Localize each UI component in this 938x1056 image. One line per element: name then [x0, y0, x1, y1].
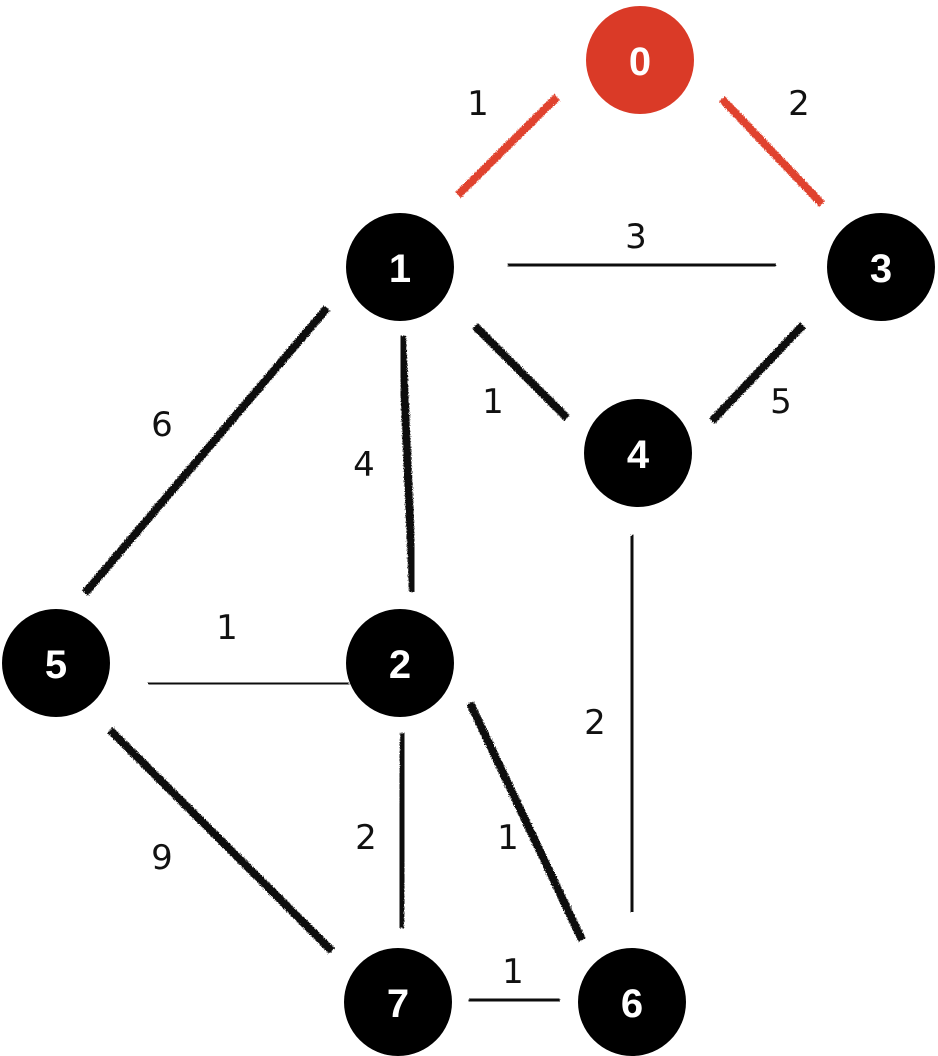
edge-1-3	[507, 260, 777, 270]
node-5-label: 5	[45, 643, 67, 687]
edge-5-2	[147, 679, 350, 688]
edge-weight-3-4: 5	[770, 382, 792, 422]
edge-0-3	[719, 96, 825, 207]
node-0-label: 0	[629, 40, 651, 84]
edge-weight-5-7: 9	[151, 838, 173, 878]
edge-0-1	[455, 94, 560, 198]
node-1-label: 1	[389, 247, 411, 291]
node-4-label: 4	[627, 433, 650, 477]
node-5-circle	[2, 609, 110, 717]
edge-2-6	[466, 701, 586, 942]
node-7-label: 7	[387, 982, 409, 1026]
edge-weight-2-6: 1	[497, 818, 519, 858]
node-7: 7	[344, 948, 452, 1056]
node-5: 5	[2, 609, 110, 717]
edge-1-2	[398, 335, 417, 593]
edge-weight-1-3: 3	[625, 217, 647, 257]
edge-1-5	[81, 305, 331, 596]
edge-7-6	[468, 995, 561, 1005]
node-6-label: 6	[621, 982, 643, 1026]
edge-weight-5-2: 1	[216, 608, 238, 648]
node-7-circle	[344, 948, 452, 1056]
node-3: 3	[827, 213, 935, 321]
node-3-circle	[827, 213, 935, 321]
edge-5-7	[107, 727, 335, 954]
edge-weight-1-4: 1	[482, 382, 504, 422]
edge-4-6	[627, 534, 637, 913]
node-4-circle	[584, 399, 692, 507]
node-2-circle	[346, 609, 454, 717]
edge-weight-2-7: 2	[355, 818, 377, 858]
node-0-circle	[586, 6, 694, 114]
node-1: 1	[346, 213, 454, 321]
node-2-label: 2	[389, 643, 411, 687]
edge-1-4	[472, 323, 570, 421]
edge-weight-4-6: 2	[584, 703, 606, 743]
node-6: 6	[578, 948, 686, 1056]
edges-layer	[81, 94, 825, 1005]
node-2: 2	[346, 609, 454, 717]
node-3-label: 3	[870, 247, 892, 291]
edge-weight-0-3: 2	[788, 84, 810, 124]
edge-weights-layer: 1 2 3 1 5 6 4 1 2 1 2 9 1	[151, 84, 810, 992]
edge-weight-7-6: 1	[502, 952, 524, 992]
node-0: 0	[586, 6, 694, 114]
edge-weight-0-1: 1	[467, 84, 489, 124]
node-6-circle	[578, 948, 686, 1056]
edge-weight-1-5: 6	[151, 405, 173, 445]
node-4: 4	[584, 399, 692, 507]
nodes-layer: 0 1 2 3 4 5 6 7	[2, 6, 935, 1056]
edge-3-4	[709, 322, 806, 424]
node-1-circle	[346, 213, 454, 321]
edge-2-7	[396, 732, 408, 929]
edge-weight-1-2: 4	[353, 445, 375, 485]
